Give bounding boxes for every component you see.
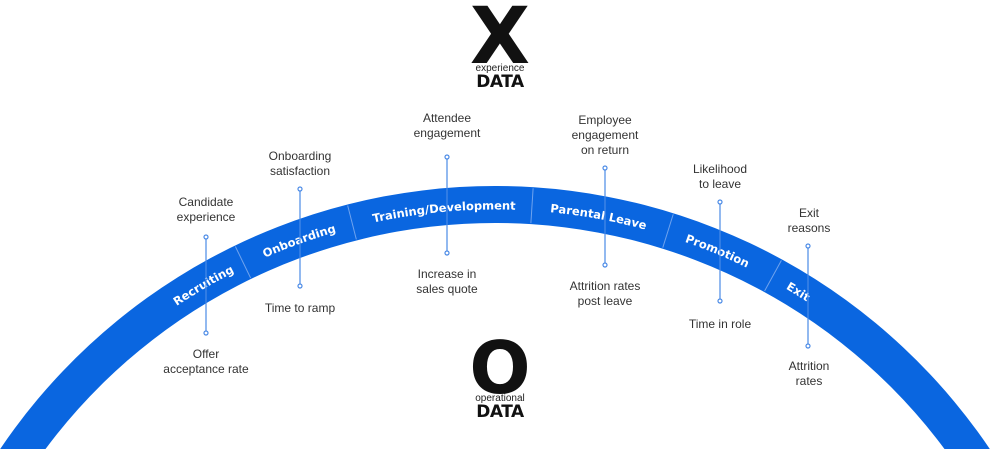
metric-exit-reasons: Exit reasons: [787, 206, 831, 235]
metric-onboarding-satisfaction: Onboarding satisfaction: [268, 149, 332, 178]
connector-endpoint: [717, 298, 723, 304]
connector-endpoint: [444, 154, 450, 160]
stage-divider: [530, 188, 534, 224]
data-label: DATA: [476, 402, 524, 422]
metric-time-in-role: Time in role: [688, 317, 752, 331]
o-letter: O: [469, 326, 531, 410]
stage-divider: [234, 246, 252, 279]
metric-increase-in-sales-quote: Increase in sales quote: [416, 267, 478, 296]
metric-attendee-engagement: Attendee engagement: [413, 111, 481, 140]
arc-band: [0, 186, 990, 449]
connector-endpoint: [805, 243, 811, 249]
connector-endpoint: [444, 250, 450, 256]
operational-label: operational: [475, 393, 525, 404]
stage-divider: [764, 260, 782, 292]
metric-connector: [297, 186, 303, 289]
connector-endpoint: [203, 234, 209, 240]
metric-likelihood-to-leave: Likelihood to leave: [692, 162, 748, 191]
metric-attrition-rates: Attrition rates: [788, 359, 830, 388]
connector-endpoint: [203, 330, 209, 336]
x-letter: X: [469, 0, 531, 82]
operational-data-logo: O operational DATA: [440, 332, 560, 421]
metric-connector: [805, 243, 811, 349]
experience-data-logo: X experience DATA: [445, 0, 555, 91]
metric-attrition-rates-post-leave: Attrition rates post leave: [569, 279, 641, 308]
connector-endpoint: [297, 186, 303, 192]
stage-divider: [347, 205, 357, 240]
connector-endpoint: [297, 283, 303, 289]
data-label: DATA: [476, 72, 524, 92]
metric-connector: [444, 154, 450, 256]
metric-connector: [203, 234, 209, 336]
metric-connector: [602, 165, 608, 268]
metric-employee-engagement-on-return: Employee engagement on return: [571, 113, 639, 157]
experience-label: experience: [475, 63, 525, 74]
metric-candidate-experience: Candidate experience: [176, 195, 236, 224]
connector-endpoint: [602, 165, 608, 171]
connector-endpoint: [805, 343, 811, 349]
metric-connector: [717, 199, 723, 304]
metric-time-to-ramp: Time to ramp: [264, 301, 336, 315]
connector-endpoint: [717, 199, 723, 205]
metric-offer-acceptance-rate: Offer acceptance rate: [163, 347, 249, 376]
stage-divider: [662, 214, 674, 248]
connector-endpoint: [602, 262, 608, 268]
